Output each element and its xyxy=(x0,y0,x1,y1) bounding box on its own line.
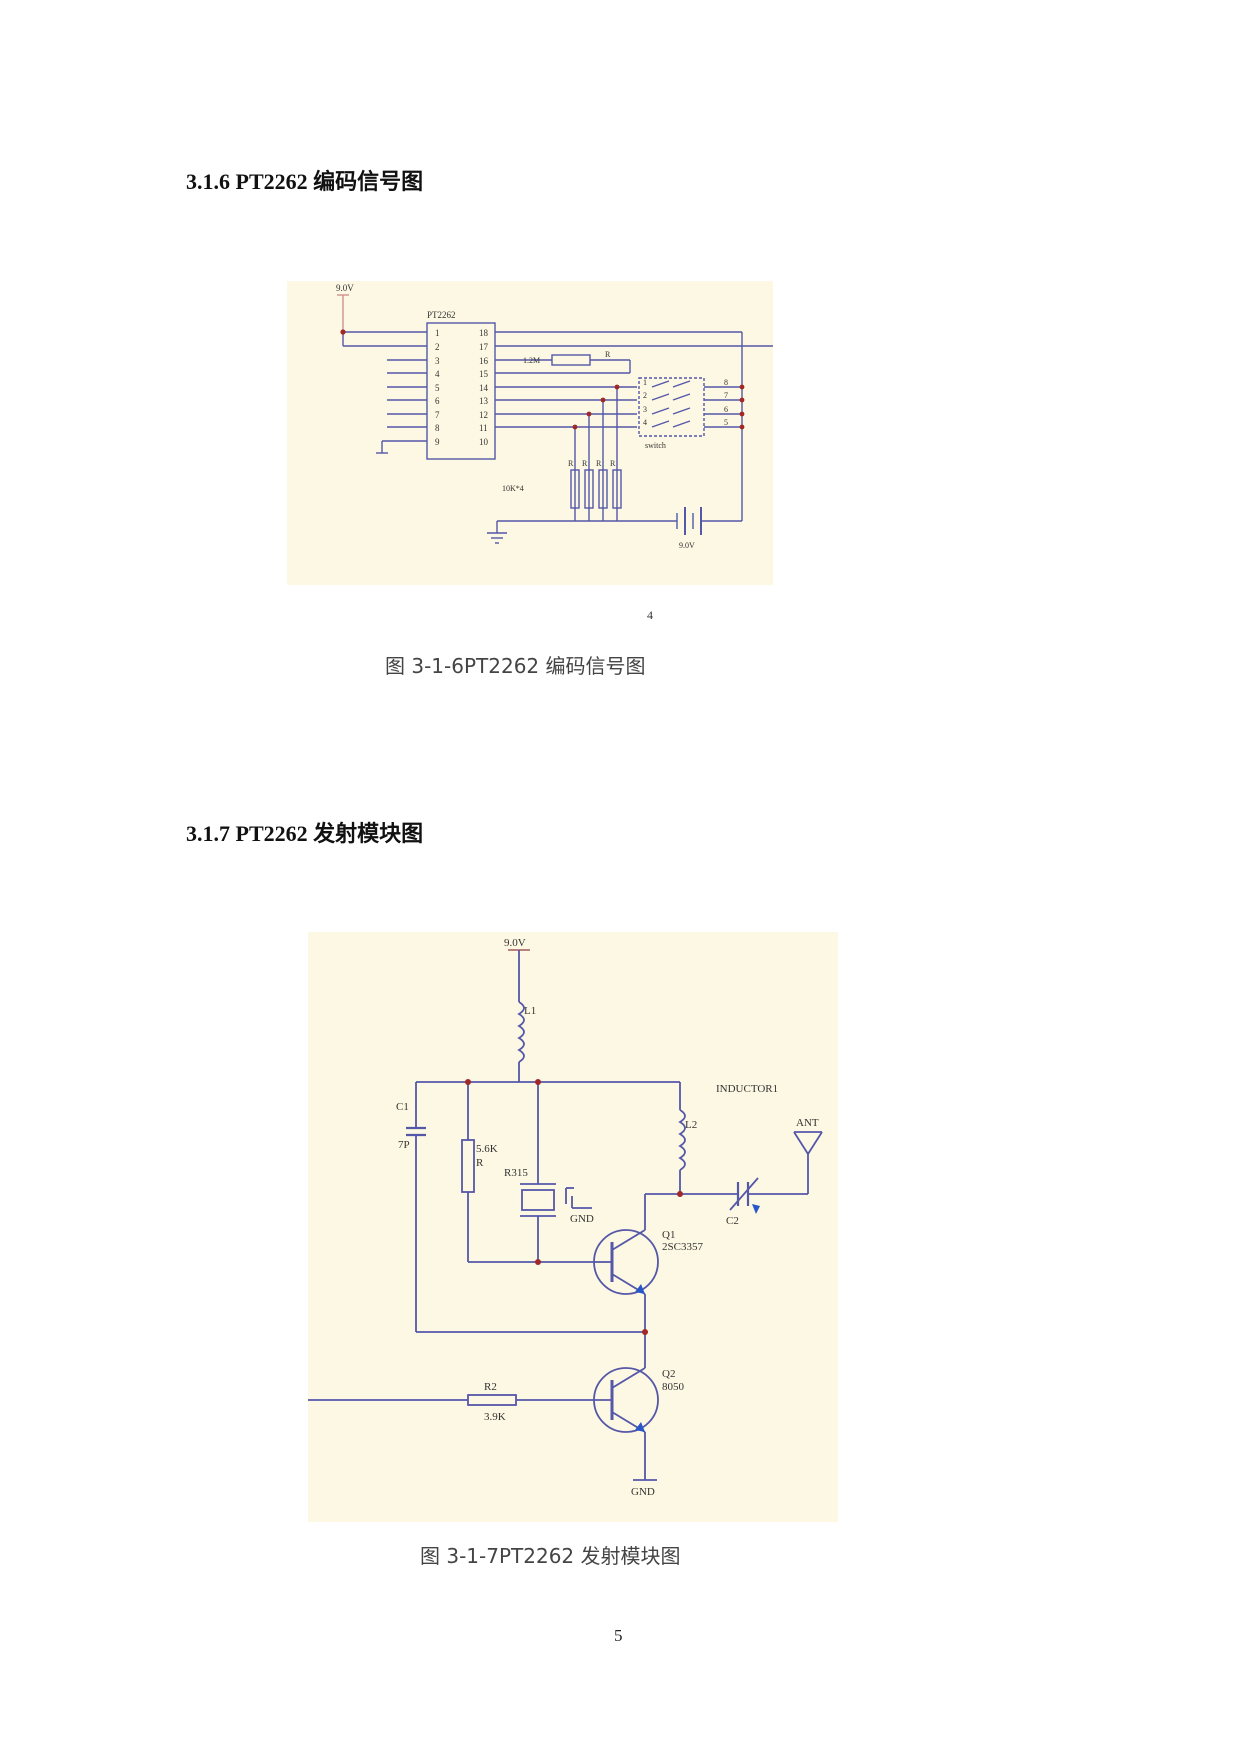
figure-caption-transmitter: 图 3-1-7PT2262 发射模块图 xyxy=(420,1544,681,1568)
osc-resistor-value: 1.2M xyxy=(523,356,540,365)
resonator-label: R315 xyxy=(504,1167,528,1179)
gnd-bottom-label: GND xyxy=(631,1486,655,1498)
stray-mark: 4 xyxy=(647,608,653,622)
pulldown-label: R xyxy=(568,459,574,468)
section-heading-pt2262-encoding: 3.1.6 PT2262 编码信号图 xyxy=(186,169,424,194)
switch-pin: 2 xyxy=(643,391,647,400)
transistor-q1-part: 2SC3357 xyxy=(662,1241,703,1253)
pulldown-label: R xyxy=(596,459,602,468)
pin-label: 13 xyxy=(479,396,489,406)
antenna-label: ANT xyxy=(796,1117,819,1129)
pin-label: 1 xyxy=(435,328,440,338)
pin-label: 12 xyxy=(479,410,488,420)
pin-label: 8 xyxy=(435,423,440,433)
pin-label: 18 xyxy=(479,328,489,338)
pin-label: 5 xyxy=(435,383,440,393)
section-heading-pt2262-transmitter: 3.1.7 PT2262 发射模块图 xyxy=(186,821,424,846)
page-number: 5 xyxy=(614,1626,623,1645)
pin-label: 16 xyxy=(479,356,489,366)
transmitter-schematic-figure: 9.0V L1 INDUCTOR1 L2 ANT C1 7P 5.6K R R3… xyxy=(308,932,838,1522)
pulldown-label: R xyxy=(582,459,588,468)
gnd-top-label: GND xyxy=(570,1213,594,1225)
pin-label: 4 xyxy=(435,369,440,379)
vcc-label: 9.0V xyxy=(504,937,526,949)
pin-label: 14 xyxy=(479,383,489,393)
transistor-q2-label: Q2 xyxy=(662,1368,675,1380)
switch-pin: 5 xyxy=(724,418,728,427)
switch-label: switch xyxy=(645,441,666,450)
capacitor-c2-label: C2 xyxy=(726,1215,739,1227)
switch-pin: 3 xyxy=(643,405,647,414)
resistor-value: 5.6K xyxy=(476,1143,498,1155)
pin-label: 3 xyxy=(435,356,440,366)
transistor-q1-label: Q1 xyxy=(662,1229,675,1241)
switch-pin: 1 xyxy=(643,378,647,387)
inductor-l2-label: L2 xyxy=(685,1119,697,1131)
resistor-r2-value: 3.9K xyxy=(484,1411,506,1423)
switch-pin: 8 xyxy=(724,378,728,387)
capacitor-c1-label: C1 xyxy=(396,1101,409,1113)
chip-label: PT2262 xyxy=(427,310,456,320)
inductor-type-label: INDUCTOR1 xyxy=(716,1083,778,1095)
switch-pin: 6 xyxy=(724,405,728,414)
osc-resistor-label: R xyxy=(605,350,611,359)
battery-label: 9.0V xyxy=(679,541,695,550)
encoding-schematic: 9.0V PT2262 1 2 3 4 5 6 7 8 9 18 17 16 1… xyxy=(336,283,773,550)
pin-label: 9 xyxy=(435,437,440,447)
pin-label: 11 xyxy=(479,423,488,433)
pin-label: 7 xyxy=(435,410,440,420)
pulldown-value: 10K*4 xyxy=(502,484,524,493)
transmitter-schematic: 9.0V L1 INDUCTOR1 L2 ANT C1 7P 5.6K R R3… xyxy=(308,937,823,1498)
switch-pin: 7 xyxy=(724,391,728,400)
capacitor-c1-value: 7P xyxy=(398,1139,410,1151)
pin-label: 10 xyxy=(479,437,489,447)
switch-pin: 4 xyxy=(643,418,647,427)
resistor-label: R xyxy=(476,1157,484,1169)
pulldown-label: R xyxy=(610,459,616,468)
inductor-l1-label: L1 xyxy=(524,1005,536,1017)
pin-label: 2 xyxy=(435,342,440,352)
encoding-schematic-figure: 9.0V PT2262 1 2 3 4 5 6 7 8 9 18 17 16 1… xyxy=(287,281,773,585)
figure-caption-encoding: 图 3-1-6PT2262 编码信号图 xyxy=(385,654,646,678)
pin-label: 15 xyxy=(479,369,489,379)
vcc-label: 9.0V xyxy=(336,283,354,293)
pin-label: 17 xyxy=(479,342,489,352)
transistor-q2-part: 8050 xyxy=(662,1381,685,1393)
resistor-r2-label: R2 xyxy=(484,1381,497,1393)
pin-label: 6 xyxy=(435,396,440,406)
